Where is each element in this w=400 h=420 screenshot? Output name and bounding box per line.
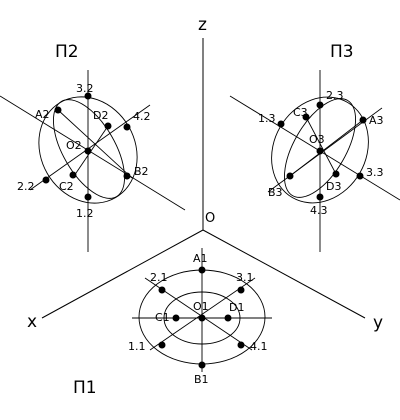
plane-label-p1: Π1 xyxy=(73,378,97,398)
p1-label-a: A1 xyxy=(193,252,208,265)
x-axis xyxy=(41,229,204,319)
p2-label-d: D2 xyxy=(93,109,108,122)
origin-label: O xyxy=(205,211,215,226)
p2-label-4: 4.2 xyxy=(133,110,151,123)
p2-label-1: 1.2 xyxy=(76,207,94,220)
p3-label-a: A3 xyxy=(369,114,384,127)
p2-label-a: A2 xyxy=(35,108,50,121)
p2-point-d xyxy=(104,122,112,130)
p2-point-o xyxy=(84,147,92,155)
p3-line-b-a xyxy=(289,119,364,177)
p2-point-1 xyxy=(84,193,92,201)
plane-label-p2: Π2 xyxy=(55,42,79,62)
p3-label-c: C3 xyxy=(293,106,308,119)
view-p3: 2.3 C3 1.3 A3 O3 B3 D3 3.3 4.3 xyxy=(229,70,400,252)
p3-label-o: O3 xyxy=(309,133,325,146)
p3-label-4: 4.3 xyxy=(310,204,328,217)
p2-axis-line xyxy=(0,95,186,211)
view-p2: 3.2 A2 D2 4.2 O2 B2 C2 2.2 1.2 xyxy=(0,70,186,252)
p1-point-2 xyxy=(158,286,166,294)
p1-label-1: 1.1 xyxy=(128,340,146,353)
p1-label-o: O1 xyxy=(193,300,209,313)
p2-label-b: B2 xyxy=(134,165,149,178)
p3-label-2: 2.3 xyxy=(326,89,344,102)
p2-label-o: O2 xyxy=(66,139,82,152)
p2-point-3 xyxy=(84,92,92,100)
p1-point-o xyxy=(198,314,206,322)
y-axis-label: y xyxy=(373,313,383,333)
p2-point-a xyxy=(54,106,62,114)
plane-label-p3: Π3 xyxy=(330,42,354,62)
p3-point-3 xyxy=(356,172,364,180)
p3-point-2 xyxy=(316,101,324,109)
p1-label-3: 3.1 xyxy=(236,271,254,284)
p2-diagonal-line xyxy=(29,104,151,191)
p2-point-c xyxy=(69,171,77,179)
x-axis-label: x xyxy=(27,312,37,332)
p3-point-4 xyxy=(316,193,324,201)
p1-point-1 xyxy=(158,341,166,349)
p1-label-2: 2.1 xyxy=(150,271,168,284)
p1-label-4: 4.1 xyxy=(250,340,268,353)
p1-point-3 xyxy=(237,286,245,294)
p1-inner-ellipse xyxy=(163,291,241,345)
p2-point-2 xyxy=(42,176,50,184)
p2-line-a-b xyxy=(57,109,133,179)
y-axis xyxy=(202,229,366,319)
p3-inner-ellipse xyxy=(284,98,356,198)
p3-label-3: 3.3 xyxy=(366,166,384,179)
p3-label-1: 1.3 xyxy=(258,112,276,125)
p3-axis-line xyxy=(229,95,400,201)
p1-label-d: D1 xyxy=(229,301,244,314)
p3-label-b: B3 xyxy=(268,186,283,199)
p3-point-1 xyxy=(277,120,285,128)
p1-point-b xyxy=(198,361,206,369)
p3-point-d xyxy=(332,170,340,178)
p2-point-4 xyxy=(123,123,131,131)
p1-point-d xyxy=(224,314,232,322)
p2-label-c: C2 xyxy=(59,180,74,193)
p3-point-o xyxy=(316,147,324,155)
p3-line-c-d xyxy=(305,116,337,175)
p3-point-c xyxy=(302,113,310,121)
p3-point-b xyxy=(286,172,294,180)
p1-label-b: B1 xyxy=(194,373,209,386)
p1-point-4 xyxy=(237,341,245,349)
p3-label-d: D3 xyxy=(326,180,341,193)
p2-inner-ellipse xyxy=(53,99,125,199)
p3-point-a xyxy=(359,116,367,124)
p1-label-c: C1 xyxy=(155,311,170,324)
p2-label-3: 3.2 xyxy=(76,82,94,95)
p2-label-2: 2.2 xyxy=(17,180,35,193)
p1-point-c xyxy=(172,314,180,322)
p2-point-b xyxy=(123,172,131,180)
main-axes xyxy=(41,38,366,319)
p1-point-a xyxy=(198,266,206,274)
z-axis-label: z xyxy=(198,15,207,35)
view-p1: A1 2.1 3.1 C1 O1 D1 1.1 4.1 B1 xyxy=(128,248,272,386)
